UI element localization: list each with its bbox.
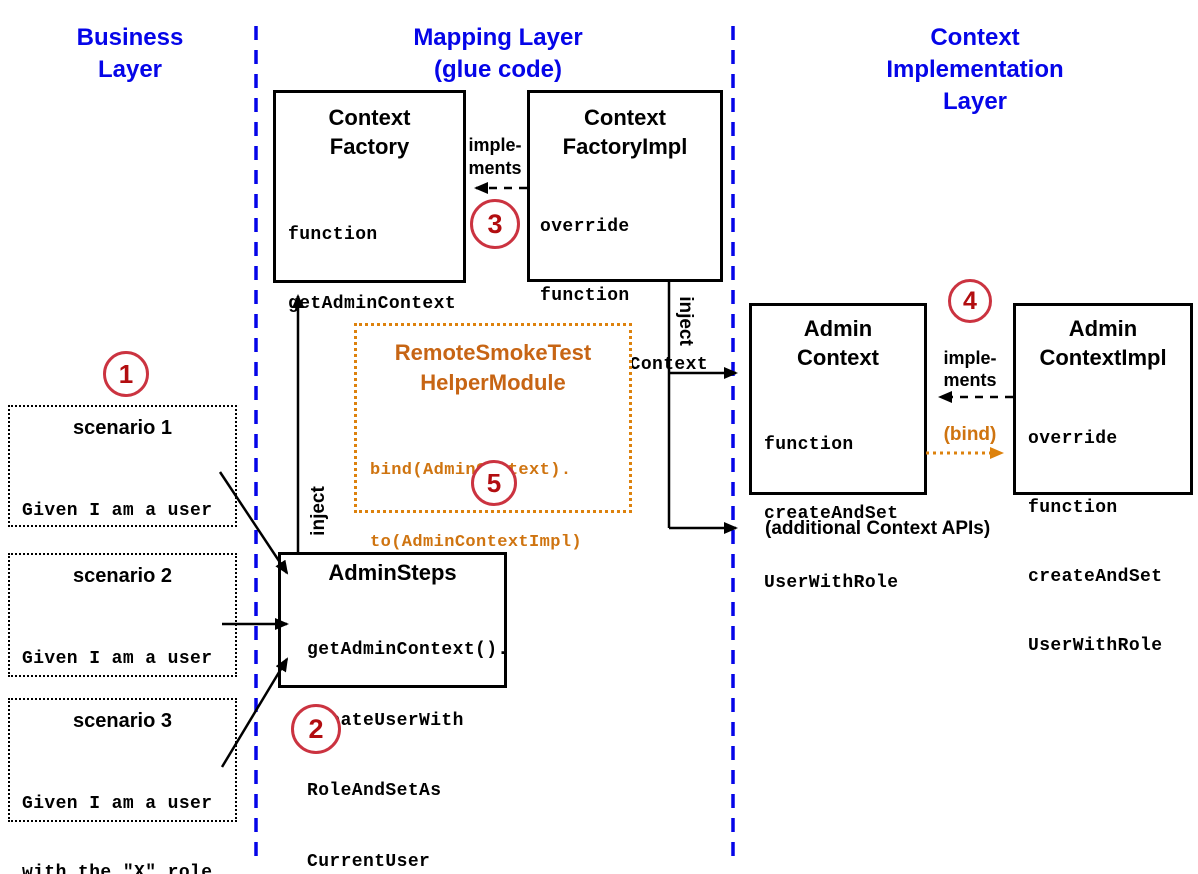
inject-label-left: inject xyxy=(308,486,329,536)
header-line: Layer xyxy=(97,56,163,83)
inject-label-right: inject xyxy=(675,296,696,346)
mapping-layer-header: Mapping Layer (glue code) xyxy=(350,22,646,86)
code-line: function xyxy=(764,435,854,455)
box-title: Admin Context xyxy=(752,306,924,372)
scenario-title: scenario 1 xyxy=(73,417,172,439)
box-context-factory-impl: Context FactoryImpl override function ge… xyxy=(527,90,723,375)
badge-2: 2 xyxy=(291,704,341,754)
header-line: Mapping Layer xyxy=(413,24,583,51)
scenario-body: Given I am a user with the "X" role xyxy=(22,747,235,874)
code-line: RoleAndSetAs xyxy=(307,781,442,801)
box-code: function getAdminContext xyxy=(288,178,463,362)
title-line: FactoryImpl xyxy=(562,134,688,159)
badge-1: 1 xyxy=(103,351,149,397)
implements-label-factory: imple- ments xyxy=(455,134,535,180)
scenario-line: Given I am a user xyxy=(22,501,213,521)
bind-label: (bind) xyxy=(943,424,997,445)
title-line: ContextImpl xyxy=(1039,345,1167,370)
code-line: bind(AdminContext). xyxy=(370,461,572,480)
box-title: Context FactoryImpl xyxy=(530,93,720,161)
label-line: imple- xyxy=(943,348,997,368)
box-code: bind(AdminContext). to(AdminContextImpl) xyxy=(370,411,629,603)
badge-4: 4 xyxy=(948,279,992,323)
box-admin-context: Admin Context function createAndSet User… xyxy=(749,303,927,593)
label-line: ments xyxy=(943,370,997,390)
box-code: getAdminContext(). createUserWith RoleAn… xyxy=(307,592,509,874)
title-line: Factory xyxy=(329,134,410,159)
additional-context-apis-label: (additional Context APIs) xyxy=(765,518,991,539)
header-line: Business xyxy=(76,24,184,51)
code-line: createAndSet xyxy=(764,504,899,524)
code-line: getAdminContext(). xyxy=(307,640,509,660)
header-line: (glue code) xyxy=(433,56,562,83)
box-title: Admin ContextImpl xyxy=(1016,306,1190,372)
business-layer-header: Business Layer xyxy=(30,22,230,86)
box-code: override function createAndSet UserWithR… xyxy=(1028,382,1190,704)
code-line: to(AdminContextImpl) xyxy=(370,533,583,552)
header-line: Implementation xyxy=(886,56,1064,83)
title-line: Context xyxy=(328,105,411,130)
implements-label-admin-context: imple- ments xyxy=(930,347,1010,391)
box-admin-steps: AdminSteps getAdminContext(). createUser… xyxy=(278,552,508,872)
scenario-line: Given I am a user xyxy=(22,794,213,814)
code-line: createUserWith xyxy=(307,710,464,731)
scenario-title: scenario 2 xyxy=(73,565,172,587)
box-scenario-2: scenario 2 Given I am a user with the "X… xyxy=(8,553,237,738)
context-implementation-layer-header: Context Implementation Layer xyxy=(845,22,1105,118)
box-title: AdminSteps xyxy=(328,560,457,585)
code-line: function xyxy=(540,286,630,306)
box-admin-context-impl: Admin ContextImpl override function crea… xyxy=(1013,303,1193,656)
code-line: UserWithRole xyxy=(764,573,899,593)
label-line: ments xyxy=(468,158,522,178)
header-line: Context xyxy=(930,24,1020,51)
code-line: createAndSet xyxy=(1028,567,1163,587)
code-line: function xyxy=(1028,498,1118,518)
code-line: function xyxy=(288,225,378,245)
label-line: imple- xyxy=(468,135,522,155)
code-line: CurrentUser xyxy=(307,851,431,872)
badge-3: 3 xyxy=(470,199,520,249)
scenario-title: scenario 3 xyxy=(73,710,172,732)
box-scenario-1: scenario 1 Given I am a user with the "X… xyxy=(8,405,237,590)
box-title: Context Factory xyxy=(276,93,463,161)
title-line: Context xyxy=(584,105,666,130)
title-line: Admin xyxy=(1068,316,1138,341)
scenario-line: Given I am a user xyxy=(22,649,213,669)
badge-5: 5 xyxy=(471,460,517,506)
box-title: RemoteSmokeTest HelperModule xyxy=(357,326,629,398)
code-line: override xyxy=(540,217,630,237)
scenario-line: with the "X" role xyxy=(22,863,213,874)
header-line: Layer xyxy=(942,88,1008,115)
box-code: function createAndSet UserWithRole xyxy=(764,388,924,641)
title-line: HelperModule xyxy=(420,370,566,395)
box-context-factory: Context Factory function getAdminContext xyxy=(273,90,466,314)
title-line: Admin xyxy=(803,316,873,341)
title-line: Context xyxy=(797,345,879,370)
title-line: RemoteSmokeTest xyxy=(394,340,592,365)
box-scenario-3: scenario 3 Given I am a user with the "X… xyxy=(8,698,237,874)
code-line: UserWithRole xyxy=(1028,636,1163,656)
code-line: getAdminContext xyxy=(288,294,457,314)
code-line: override xyxy=(1028,429,1118,449)
